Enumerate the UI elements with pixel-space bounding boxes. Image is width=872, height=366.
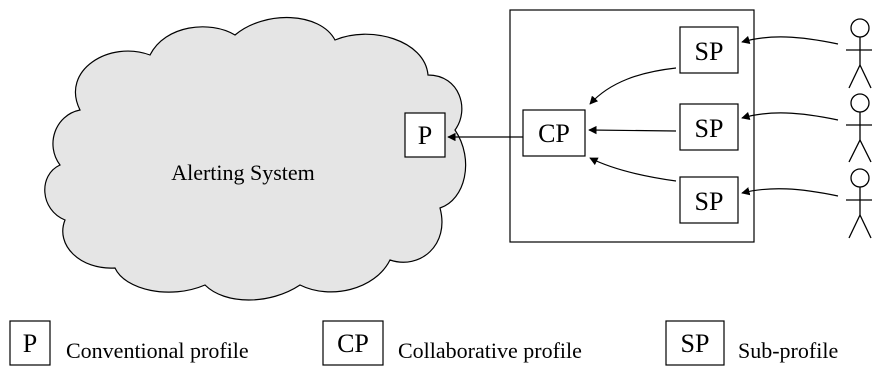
legend-symbol-box: [9, 320, 51, 366]
sp-box-label: SP: [695, 187, 724, 216]
sp-box-rect: [679, 26, 739, 74]
legend-text: Sub-profile: [738, 338, 838, 363]
cloud-shape: [44, 17, 467, 301]
collaborative-profile-box: CP: [522, 109, 586, 157]
collaborative-profile-container: [509, 9, 755, 243]
sub-profile-box-3: SP: [679, 176, 739, 224]
cp-box-rect: [522, 109, 586, 157]
sp-box-label: SP: [695, 114, 724, 143]
legend-item-conventional: P Conventional profile: [9, 320, 249, 366]
legend-symbol-box: [665, 320, 725, 366]
alerting-system-cloud: Alerting System: [44, 17, 467, 301]
user-icon: [846, 168, 872, 239]
sp-box-label: SP: [695, 37, 724, 66]
legend-text: Collaborative profile: [398, 338, 582, 363]
sp-box-rect: [679, 176, 739, 224]
legend-text: Conventional profile: [66, 338, 249, 363]
arrows: [447, 35, 839, 197]
legend: P Conventional profile CP Collaborative …: [9, 320, 838, 366]
arrow-sp2-to-cp: [588, 125, 677, 135]
user-icon: [846, 93, 872, 163]
legend-symbol-box: [322, 320, 384, 366]
legend-symbol: SP: [681, 329, 710, 358]
cp-box-label: CP: [538, 119, 570, 148]
arrow-user2-to-sp2: [741, 111, 839, 121]
legend-item-collaborative: CP Collaborative profile: [322, 320, 582, 366]
arrow-user3-to-sp3: [741, 187, 839, 197]
legend-symbol: CP: [337, 329, 369, 358]
user-icon: [846, 18, 872, 89]
conventional-profile-box: P: [404, 112, 446, 158]
sp-box-rect: [679, 103, 739, 151]
sub-profile-box-1: SP: [679, 26, 739, 74]
p-box-label: P: [418, 121, 432, 150]
arrow-sp3-to-cp: [589, 157, 677, 182]
arrow-sp1-to-cp: [589, 67, 677, 105]
p-box-rect: [404, 112, 446, 158]
sub-profile-box-2: SP: [679, 103, 739, 151]
arrow-user1-to-sp1: [741, 35, 839, 45]
alerting-system-label: Alerting System: [171, 160, 315, 185]
legend-item-sub-profile: SP Sub-profile: [665, 320, 838, 366]
legend-symbol: P: [23, 329, 37, 358]
